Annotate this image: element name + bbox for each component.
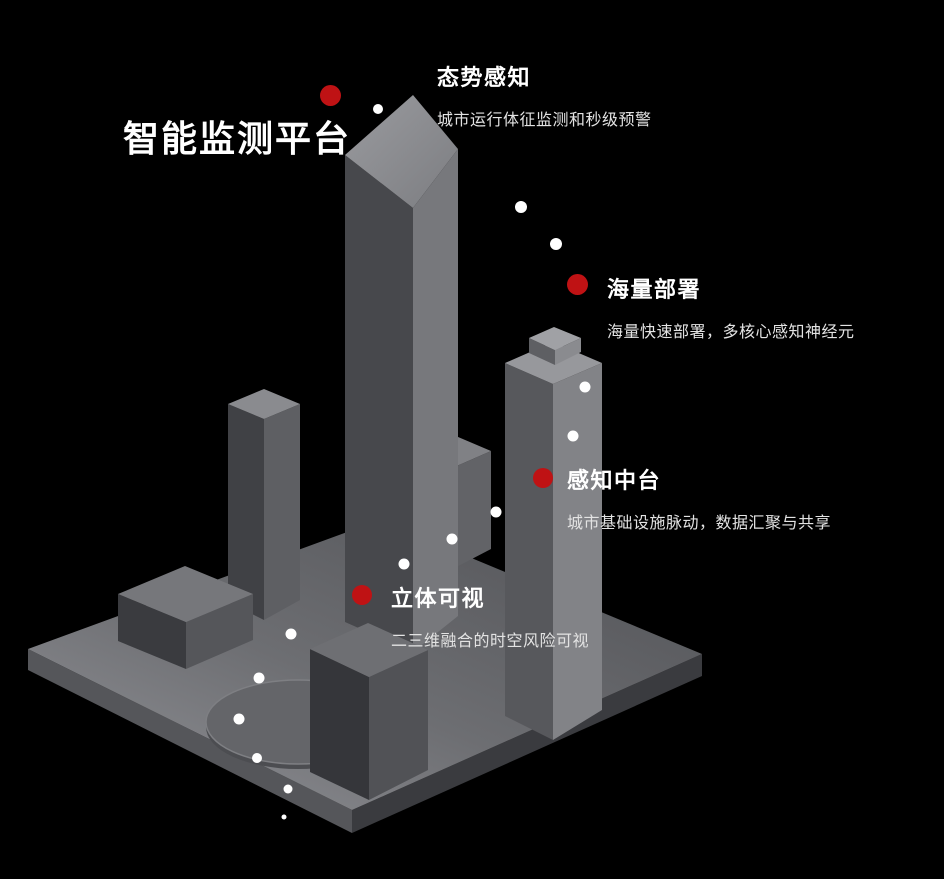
- feature-marker-dot: [352, 585, 372, 605]
- path-dot: [233, 713, 245, 725]
- building-low-block-left: [118, 566, 253, 669]
- feature-label: 态势感知: [437, 66, 532, 91]
- path-dot: [252, 753, 262, 763]
- feature-perception-platform: 感知中台 城市基础设施脉动，数据汇聚与共享: [533, 463, 832, 533]
- feature-desc: 二三维融合的时空风险可视: [391, 631, 590, 650]
- building-front-block: [310, 623, 428, 800]
- path-dot: [579, 381, 591, 393]
- path-dot: [373, 104, 383, 114]
- feature-situation-awareness: 态势感知 城市运行体征监测和秒级预警: [437, 60, 652, 130]
- path-dot: [281, 814, 287, 820]
- page-title: 智能监测平台: [123, 119, 352, 160]
- building-left-tower: [228, 389, 300, 620]
- dotted-path: [233, 104, 591, 820]
- title-marker-dot: [320, 85, 341, 106]
- path-dot: [285, 628, 297, 640]
- path-dot: [398, 558, 410, 570]
- path-dot: [446, 533, 458, 545]
- path-dot: [253, 672, 265, 684]
- path-dot: [515, 201, 527, 213]
- path-dot: [567, 430, 579, 442]
- feature-3d-visualization: 立体可视 二三维融合的时空风险可视: [352, 581, 590, 651]
- feature-mass-deployment: 海量部署 海量快速部署，多核心感知神经元: [567, 272, 855, 342]
- feature-marker-dot: [567, 274, 588, 295]
- feature-label: 立体可视: [391, 587, 486, 612]
- path-dot: [283, 784, 293, 794]
- path-dot: [490, 506, 502, 518]
- feature-desc: 城市运行体征监测和秒级预警: [437, 110, 652, 129]
- feature-label: 感知中台: [567, 469, 662, 494]
- building-right-tower: [505, 342, 602, 740]
- building-right-tower-cap: [529, 327, 581, 365]
- feature-label: 海量部署: [607, 278, 702, 303]
- path-dot: [550, 238, 562, 250]
- feature-marker-dot: [533, 468, 553, 488]
- feature-desc: 海量快速部署，多核心感知神经元: [607, 322, 855, 341]
- building-central-tower: [345, 95, 458, 652]
- feature-desc: 城市基础设施脉动，数据汇聚与共享: [567, 513, 832, 532]
